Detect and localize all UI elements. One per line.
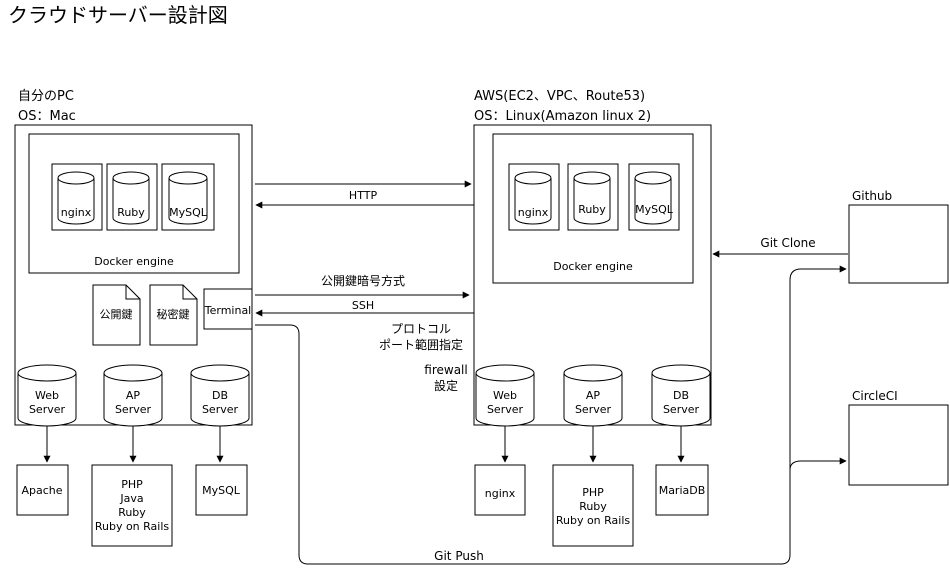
software-label: Ruby bbox=[118, 506, 146, 519]
aws-software-nginx bbox=[474, 464, 526, 516]
software-label: Ruby on Rails bbox=[95, 520, 170, 533]
local-db-server: DB Server bbox=[190, 364, 250, 427]
server-label: Server bbox=[115, 403, 152, 416]
aws-label: AWS(EC2、VPC、Route53) bbox=[474, 89, 645, 104]
page-title: クラウドサーバー設計図 bbox=[8, 3, 228, 27]
public-key-document: 公開鍵 bbox=[92, 284, 141, 346]
aws-ap-server: AP Server bbox=[563, 364, 623, 427]
git-push-to-circleci-path bbox=[789, 457, 847, 471]
server-label: Server bbox=[29, 403, 66, 416]
software-label: Java bbox=[119, 492, 143, 505]
software-label: PHP bbox=[121, 478, 143, 491]
software-label: Apache bbox=[21, 484, 62, 497]
github-label: Github bbox=[852, 189, 892, 203]
aws-container-label: nginx bbox=[518, 206, 549, 219]
local-software-ap bbox=[91, 464, 173, 547]
ssh-label: SSH bbox=[352, 299, 374, 312]
local-docker-label: Docker engine bbox=[94, 255, 174, 268]
circleci-box bbox=[848, 404, 949, 486]
aws-container-mysql: MySQL bbox=[628, 163, 680, 231]
private-key-document: 秘密鍵 bbox=[149, 284, 198, 346]
local-docker-box bbox=[28, 133, 240, 274]
aws-container-nginx: nginx bbox=[508, 163, 560, 231]
circleci-label: CircleCI bbox=[852, 389, 898, 403]
terminal-label: Terminal bbox=[204, 304, 252, 317]
aws-container-label: MySQL bbox=[635, 203, 674, 216]
local-container-label: Ruby bbox=[117, 206, 145, 219]
terminal-box bbox=[203, 288, 253, 330]
local-pc-label: 自分のPC bbox=[18, 89, 74, 104]
firewall-setting-label: 設定 bbox=[434, 378, 458, 393]
public-key-label: 公開鍵 bbox=[100, 307, 133, 321]
aws-container-label: Ruby bbox=[578, 203, 606, 216]
github-box bbox=[848, 204, 949, 284]
software-label: Ruby bbox=[579, 500, 607, 513]
local-software-mysql bbox=[195, 464, 248, 516]
software-label: Ruby on Rails bbox=[556, 514, 631, 527]
protocol-label: プロトコル bbox=[391, 322, 451, 336]
local-container-label: MySQL bbox=[169, 206, 208, 219]
server-label: Server bbox=[487, 403, 524, 416]
local-software-apache bbox=[16, 464, 69, 516]
http-label: HTTP bbox=[349, 189, 378, 202]
local-container-nginx: nginx bbox=[51, 163, 103, 231]
server-label: Server bbox=[202, 403, 239, 416]
local-container-label: nginx bbox=[61, 206, 92, 219]
aws-os-label: OS：Linux(Amazon linux 2) bbox=[474, 109, 651, 124]
local-ap-server: AP Server bbox=[103, 364, 163, 427]
aws-docker-box bbox=[492, 133, 694, 284]
server-label: AP bbox=[126, 389, 141, 402]
aws-container-ruby: Ruby bbox=[567, 163, 619, 231]
aws-software-ap bbox=[552, 464, 634, 547]
software-label: nginx bbox=[485, 487, 516, 500]
private-key-label: 秘密鍵 bbox=[157, 307, 190, 321]
server-label: AP bbox=[586, 389, 601, 402]
aws-db-server: DB Server bbox=[651, 364, 711, 427]
server-label: Server bbox=[575, 403, 612, 416]
aws-web-server: Web Server bbox=[475, 364, 535, 427]
server-label: Web bbox=[493, 389, 517, 402]
local-container-ruby: Ruby bbox=[106, 163, 158, 231]
git-push-to-github-path bbox=[255, 265, 847, 565]
aws-docker-label: Docker engine bbox=[553, 260, 633, 273]
git-push-label: Git Push bbox=[434, 549, 484, 563]
local-os-label: OS：Mac bbox=[18, 109, 76, 124]
software-label: MariaDB bbox=[659, 484, 706, 497]
server-label: Web bbox=[35, 389, 59, 402]
server-label: Server bbox=[663, 403, 700, 416]
server-label: DB bbox=[212, 389, 228, 402]
local-web-server: Web Server bbox=[17, 364, 77, 427]
port-range-label: ポート範囲指定 bbox=[379, 337, 463, 352]
firewall-label: firewall bbox=[424, 363, 467, 377]
server-label: DB bbox=[673, 389, 689, 402]
aws-software-mariadb bbox=[655, 464, 709, 516]
git-clone-label: Git Clone bbox=[760, 236, 815, 250]
software-label: MySQL bbox=[202, 484, 241, 497]
public-key-crypto-label: 公開鍵暗号方式 bbox=[321, 273, 405, 288]
local-container-mysql: MySQL bbox=[161, 163, 215, 231]
software-label: PHP bbox=[582, 486, 604, 499]
